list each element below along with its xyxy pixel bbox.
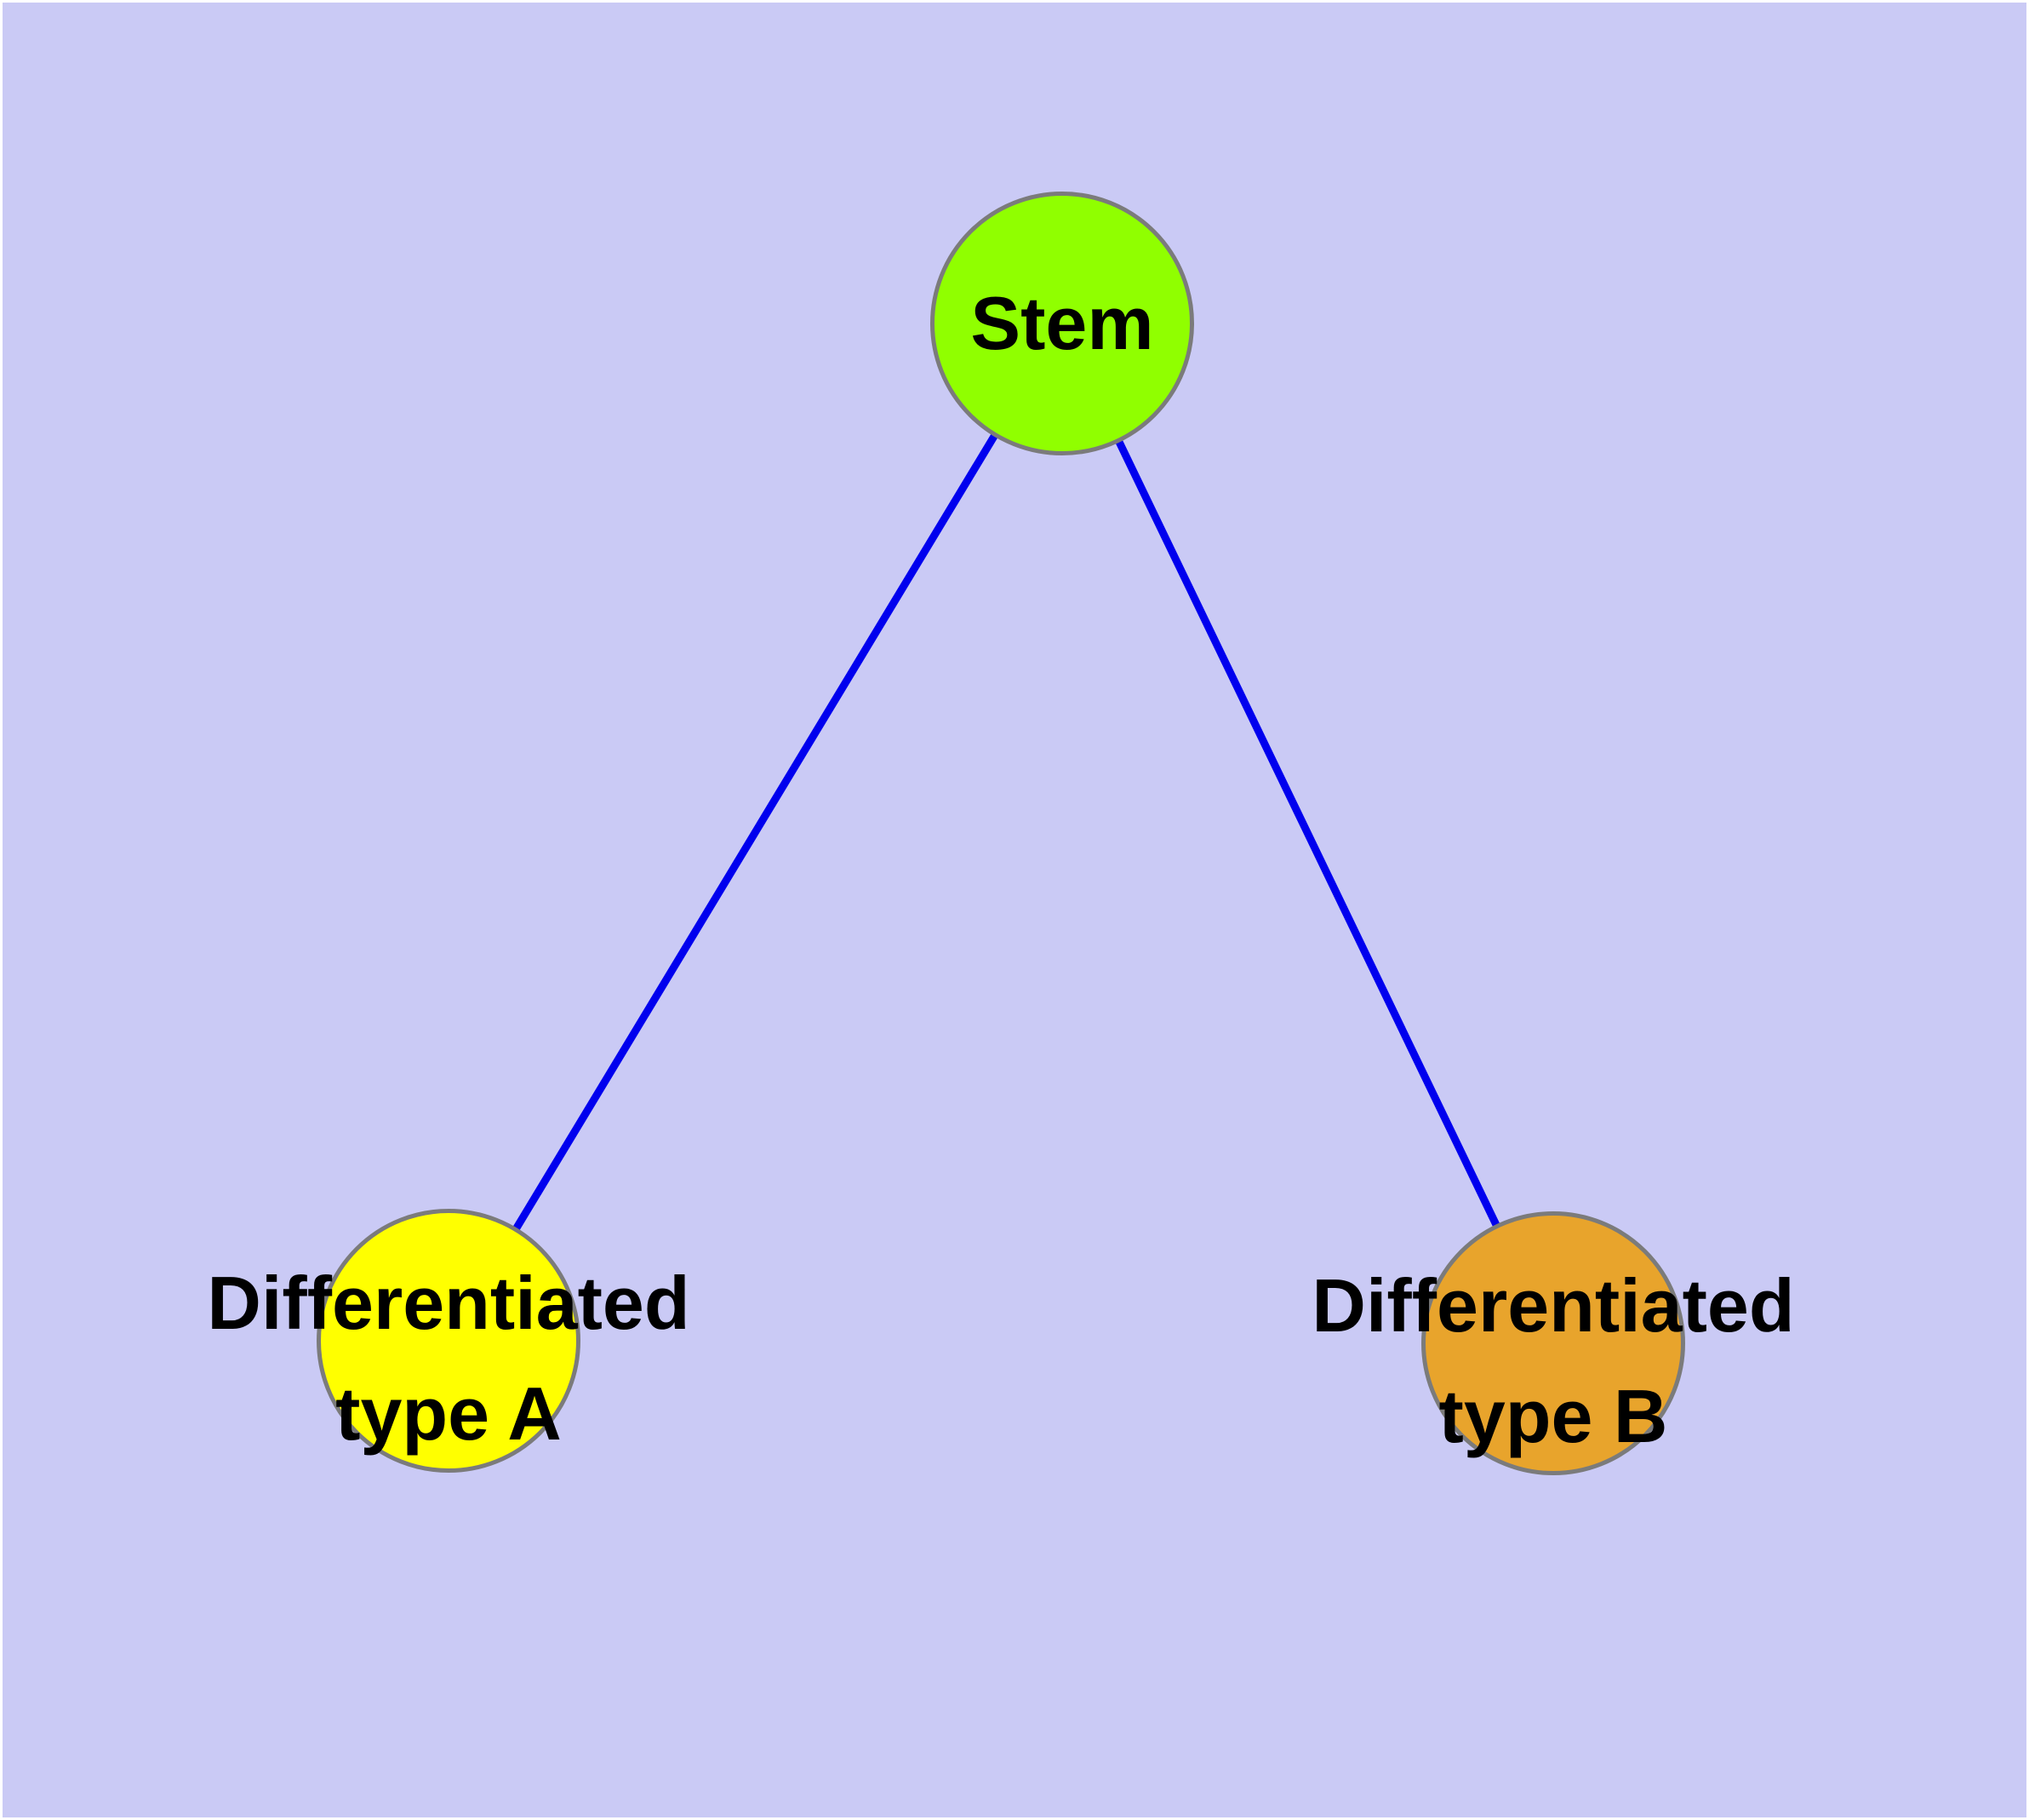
node-differentiated-type-b-label: Differentiated type B <box>1312 1251 1794 1472</box>
node-label-line: Differentiated <box>207 1261 690 1345</box>
node-differentiated-type-b: Differentiated type B <box>1312 1211 1795 1475</box>
node-label-line: Differentiated <box>1312 1263 1795 1348</box>
node-stem-label: Stem <box>970 268 1153 379</box>
node-differentiated-type-a-label: Differentiated type A <box>207 1248 689 1469</box>
node-stem: Stem <box>930 192 1194 455</box>
edge-stem-differentiated-type-b <box>1058 322 1557 1345</box>
node-label-line: Stem <box>970 281 1154 365</box>
node-differentiated-type-a: Differentiated type A <box>207 1209 690 1473</box>
node-label-line: type A <box>335 1371 562 1456</box>
node-label-line: type B <box>1438 1374 1668 1458</box>
edges-layer <box>445 321 1557 1345</box>
edge-stem-differentiated-type-a <box>445 321 1066 1343</box>
